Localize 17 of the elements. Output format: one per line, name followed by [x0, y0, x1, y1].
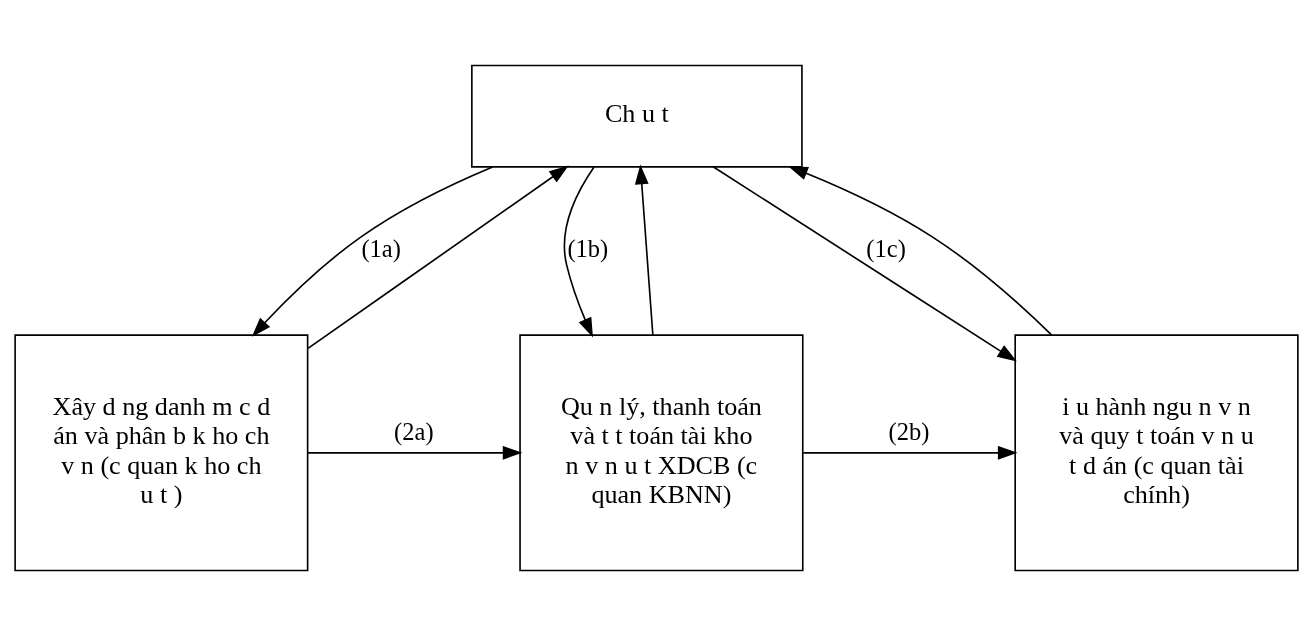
- edge-label: (2a): [394, 417, 434, 445]
- arrow: [712, 165, 1017, 362]
- node-box: Xây d ng danh m c d án và phân b k ho ch v n (c quan k ho ch u t ): [14, 333, 309, 571]
- arrow: [634, 164, 654, 336]
- node-box: Qu n lý, thanh toán và t t toán tài kho n v n u t XDCB (c quan KBNN): [519, 333, 804, 571]
- arrow: [802, 445, 1018, 460]
- node-box: i u hành ngu n v n và quy t toán v n u t d án (c quan tài chính): [1014, 333, 1299, 571]
- arrow: [307, 165, 569, 349]
- arrow: [251, 165, 494, 337]
- edge-label: (2b): [888, 417, 930, 445]
- arrow: [563, 165, 595, 337]
- edge-label: (1a): [361, 234, 401, 262]
- edge-label: (1b): [567, 234, 609, 262]
- edge-label: (1c): [866, 234, 906, 262]
- arrow: [307, 445, 523, 460]
- node-box: Ch u t: [471, 64, 803, 168]
- arrow: [788, 165, 1053, 336]
